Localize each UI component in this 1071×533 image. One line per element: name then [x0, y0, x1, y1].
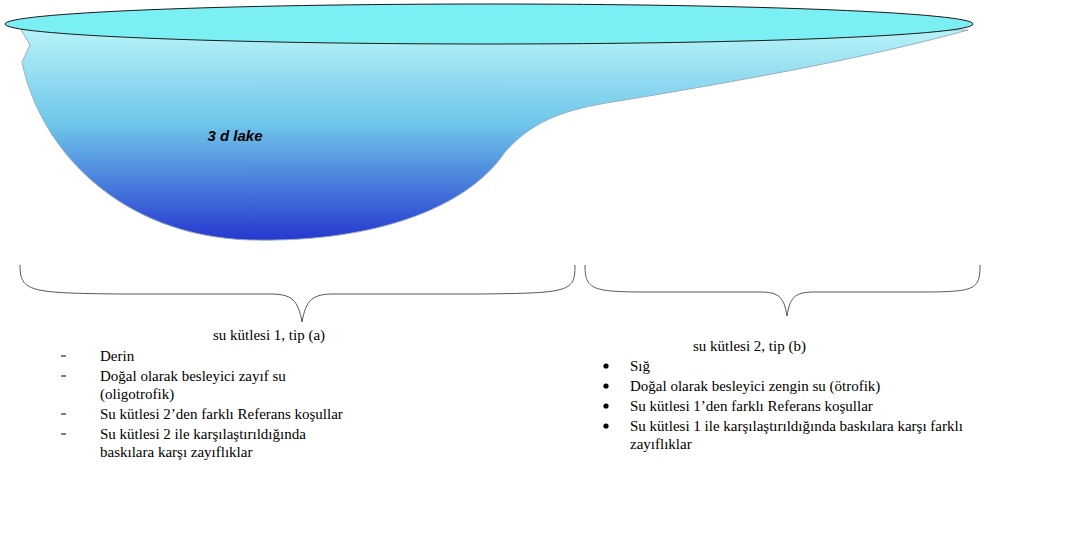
dash-marker: [60, 430, 68, 438]
bullet-marker: [602, 362, 610, 370]
list-item: Su kütlesi 2 ile karşılaştırıldığında ba…: [100, 425, 350, 461]
dash-marker: [60, 410, 68, 418]
list-item: Su kütlesi 1 ile karşılaştırıldığında ba…: [630, 417, 975, 453]
list-item: Derin: [100, 347, 350, 365]
dash-marker: [60, 372, 68, 380]
lake-name: 3 d lake: [207, 127, 262, 144]
list-item: Doğal olarak besleyici zayıf su (oligotr…: [100, 367, 350, 403]
bullet-marker: [602, 422, 610, 430]
lake-surface: [5, 4, 973, 44]
lake-body: [20, 28, 968, 240]
list-item: Doğal olarak besleyici zengin su (ötrofi…: [630, 377, 975, 395]
brace: [20, 265, 575, 322]
list-item: Su kütlesi 2’den farklı Referans koşulla…: [100, 405, 350, 423]
list-item: Su kütlesi 1’den farklı Referans koşulla…: [630, 397, 975, 415]
bullet-marker: [602, 382, 610, 390]
lake-shape: 3 d lake: [180, 118, 290, 152]
group-heading: su kütlesi 1, tip (a): [213, 326, 325, 344]
bullet-marker: [602, 402, 610, 410]
list-item: Sığ: [630, 357, 975, 375]
group-heading: su kütlesi 2, tip (b): [693, 337, 806, 355]
brace: [585, 265, 980, 316]
dash-marker: [60, 352, 68, 360]
